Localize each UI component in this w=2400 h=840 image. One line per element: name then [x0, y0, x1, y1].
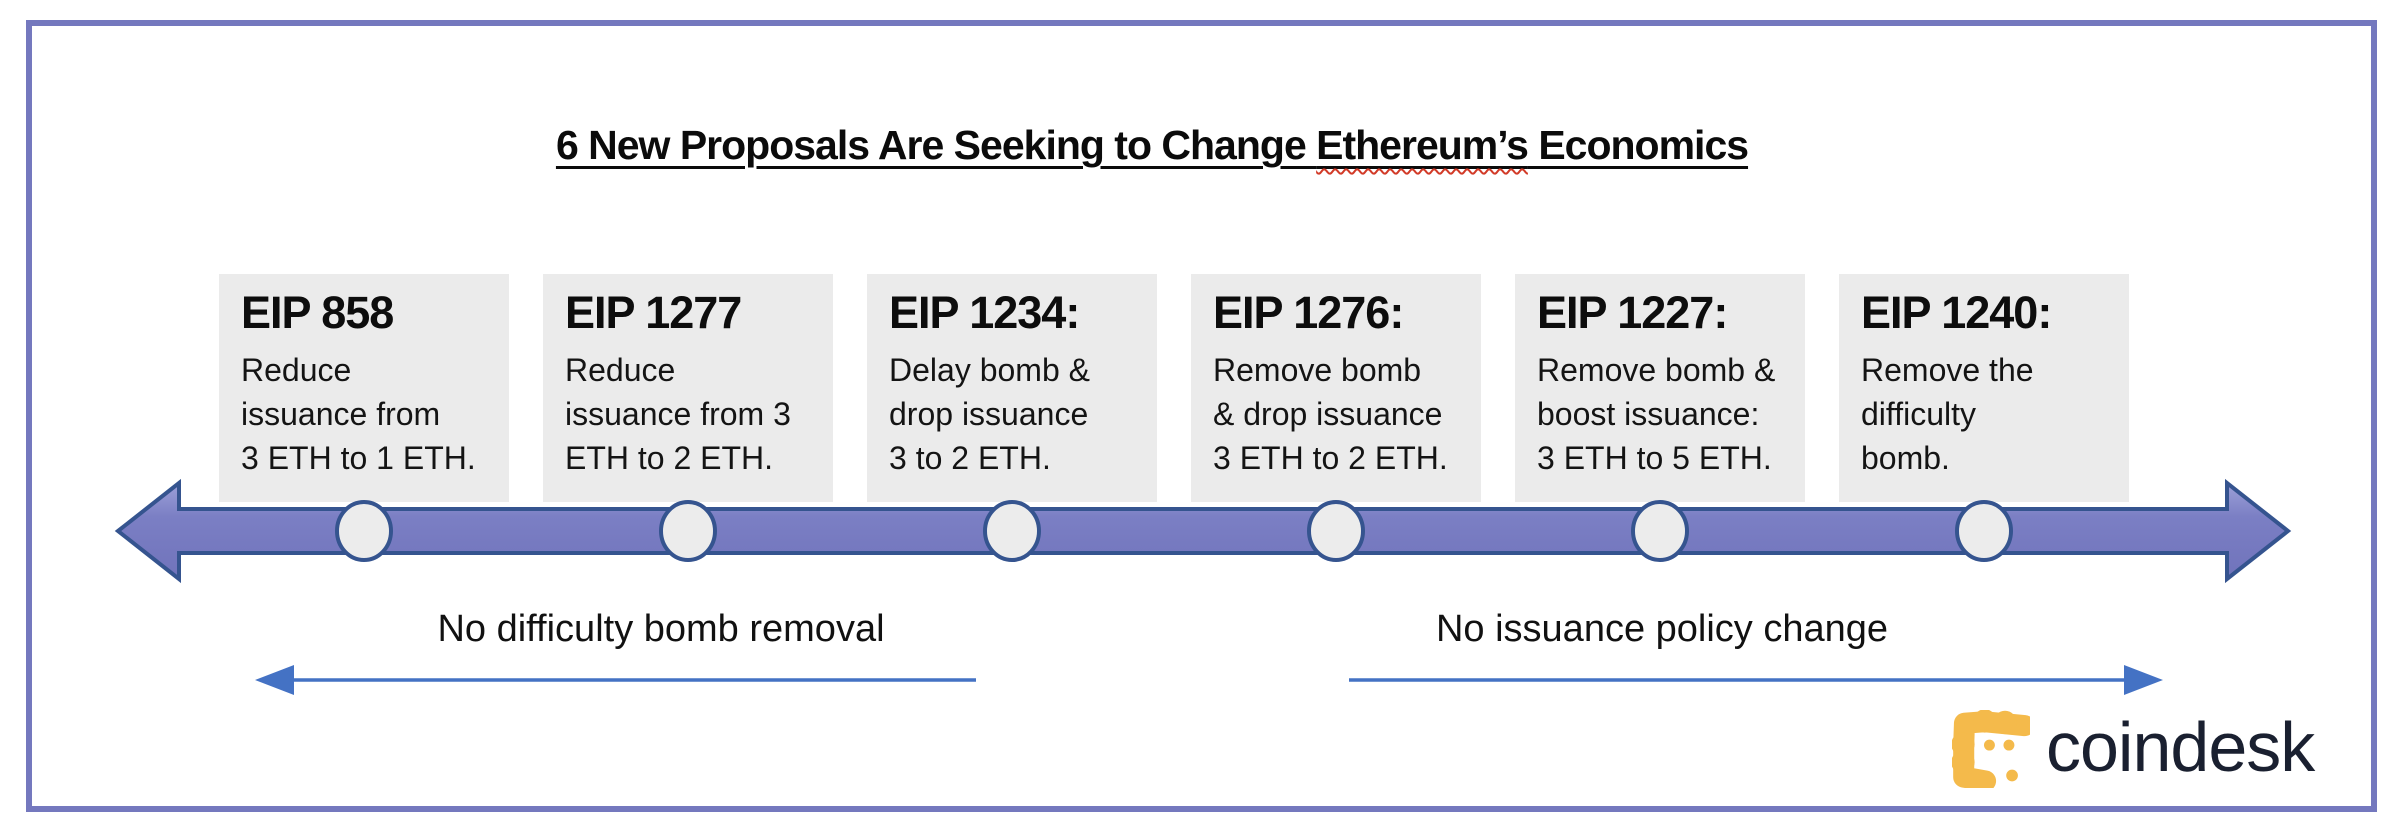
right-arrow	[1349, 665, 2163, 695]
proposal-id: EIP 1227:	[1537, 287, 1728, 338]
annotation-right-label: No issuance policy change	[1435, 608, 1889, 650]
proposal-id: EIP 1240:	[1861, 287, 2052, 338]
proposal-card-eip-1227: EIP 1227: Remove bomb & boost issuance: …	[1515, 274, 1805, 502]
timeline-node-4	[1307, 500, 1365, 562]
annotation-left-label: No difficulty bomb removal	[437, 608, 885, 650]
coindesk-logo: coindesk	[1952, 708, 2315, 788]
proposal-description: Delay bomb & drop issuance 3 to 2 ETH.	[889, 351, 1090, 476]
timeline-node-6	[1955, 500, 2013, 562]
proposal-id: EIP 1276:	[1213, 287, 1404, 338]
timeline-node-5	[1631, 500, 1689, 562]
proposal-description: Remove the difficulty bomb.	[1861, 351, 2034, 476]
page-title: 6 New Proposals Are Seeking to Change Et…	[0, 122, 2304, 169]
proposal-description: Remove bomb & drop issuance 3 ETH to 2 E…	[1213, 351, 1448, 476]
timeline-node-1	[335, 500, 393, 562]
title-prefix: 6 New Proposals Are Seeking to Change	[555, 122, 1317, 168]
proposal-card-eip-1277: EIP 1277 Reduce issuance from 3 ETH to 2…	[543, 274, 833, 502]
title-suffix: Economics	[1527, 122, 1749, 168]
proposal-id: EIP 858	[241, 287, 394, 338]
coindesk-icon	[1952, 710, 2030, 788]
slide-border-frame	[26, 20, 2377, 812]
proposal-card-eip-1240: EIP 1240: Remove the difficulty bomb.	[1839, 274, 2129, 502]
proposal-description: Reduce issuance from 3 ETH to 2 ETH.	[565, 351, 791, 476]
timeline	[114, 478, 2292, 584]
proposal-id: EIP 1234:	[889, 287, 1080, 338]
proposal-card-eip-1234: EIP 1234: Delay bomb & drop issuance 3 t…	[867, 274, 1157, 502]
timeline-node-2	[659, 500, 717, 562]
timeline-double-arrow	[114, 478, 2292, 584]
timeline-node-3	[983, 500, 1041, 562]
annotation-arrows	[255, 665, 2163, 695]
proposal-card-eip-1276: EIP 1276: Remove bomb & drop issuance 3 …	[1191, 274, 1481, 502]
proposal-id: EIP 1277	[565, 287, 742, 338]
left-arrow	[255, 665, 976, 695]
proposal-description: Reduce issuance from 3 ETH to 1 ETH.	[241, 351, 476, 476]
spellcheck-squiggle: Ethereum’s	[1316, 122, 1529, 168]
coindesk-wordmark: coindesk	[2046, 708, 2315, 786]
proposal-description: Remove bomb & boost issuance: 3 ETH to 5…	[1537, 351, 1776, 476]
proposal-card-eip-858: EIP 858 Reduce issuance from 3 ETH to 1 …	[219, 274, 509, 502]
